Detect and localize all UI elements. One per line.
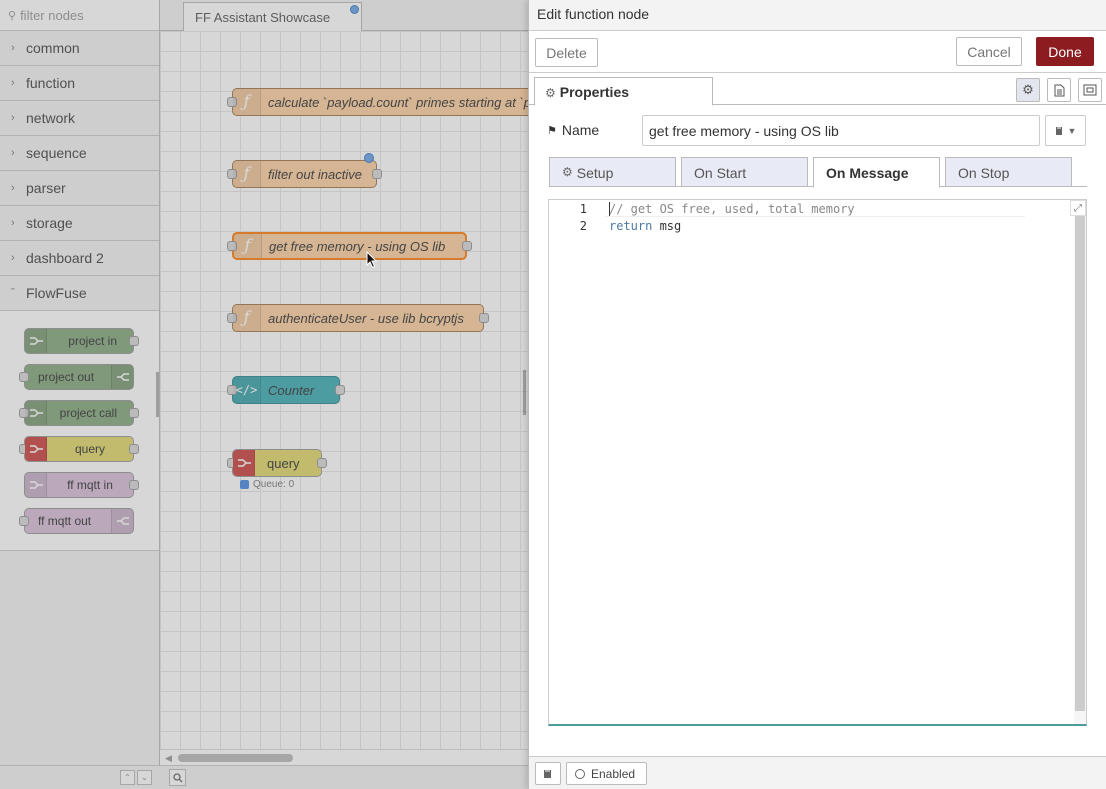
code-line-2[interactable]: return msg	[609, 219, 681, 233]
node-properties-button[interactable]: ⚙	[1016, 78, 1040, 102]
enabled-label: Enabled	[591, 767, 635, 781]
name-label-text: Name	[562, 122, 599, 138]
name-input[interactable]	[642, 115, 1040, 146]
editor-scrollbar[interactable]	[1074, 200, 1086, 724]
tab-on-message[interactable]: On Message	[813, 157, 940, 188]
library-button[interactable]: ▼	[1045, 115, 1086, 146]
delete-button[interactable]: Delete	[535, 38, 598, 67]
function-tabs: ⚙Setup On Start On Message On Stop	[549, 157, 1087, 187]
document-icon	[1054, 84, 1065, 97]
mouse-cursor-icon	[366, 251, 378, 269]
tray-footer: Enabled	[529, 756, 1106, 789]
tray-tabs: ⚙ Properties ⚙	[529, 73, 1106, 105]
book-icon	[1055, 126, 1065, 136]
enabled-toggle[interactable]: Enabled	[566, 762, 647, 785]
gear-icon: ⚙	[1022, 82, 1034, 98]
tab-label: On Stop	[958, 165, 1009, 186]
code-keyword: return	[609, 219, 652, 233]
tray-resize-handle[interactable]	[523, 370, 526, 415]
node-description-button[interactable]	[1047, 78, 1071, 102]
cancel-button[interactable]: Cancel	[956, 37, 1022, 66]
name-label: ⚑ Name	[547, 122, 599, 138]
done-button[interactable]: Done	[1036, 37, 1094, 66]
tray-title: Edit function node	[529, 0, 1106, 31]
tab-on-stop[interactable]: On Stop	[945, 157, 1072, 187]
tray-toolbar: Delete Cancel Done	[529, 31, 1106, 73]
palette-resize-handle[interactable]	[156, 372, 159, 417]
tab-label: Properties	[560, 84, 629, 100]
expand-editor-icon[interactable]: ⤢	[1070, 200, 1086, 216]
editor-gutter: 1 2	[549, 200, 599, 724]
tab-label: On Start	[694, 165, 746, 186]
node-appearance-button[interactable]	[1078, 78, 1102, 102]
gear-icon: ⚙	[562, 165, 573, 186]
tag-icon: ⚑	[547, 124, 557, 137]
code-line-1[interactable]: // get OS free, used, total memory	[609, 202, 855, 216]
book-icon	[543, 769, 553, 779]
editor-mask	[0, 0, 530, 789]
caret-down-icon: ▼	[1068, 126, 1077, 136]
tab-setup[interactable]: ⚙Setup	[549, 157, 676, 187]
tab-on-start[interactable]: On Start	[681, 157, 808, 187]
scrollbar-thumb[interactable]	[1075, 216, 1085, 711]
tray-body: ⚙Properties ⚙ ⚑Name ▼ ⚙Setup On Start	[529, 73, 1106, 756]
circle-icon	[575, 769, 585, 779]
appearance-icon	[1083, 84, 1097, 96]
help-button[interactable]	[535, 762, 561, 785]
line-number: 2	[549, 219, 587, 233]
gear-icon: ⚙	[545, 86, 556, 100]
line-number: 1	[549, 202, 587, 216]
code-editor[interactable]: 1 2 // get OS free, used, total memory r…	[548, 199, 1087, 726]
tab-label: On Message	[826, 165, 908, 187]
text-cursor	[609, 202, 610, 216]
tab-properties[interactable]: ⚙ Properties	[534, 77, 713, 106]
code-identifier: msg	[652, 219, 681, 233]
tab-label: Setup	[577, 165, 614, 186]
edit-tray: Edit function node Delete Cancel Done ⚙ P…	[528, 0, 1106, 789]
